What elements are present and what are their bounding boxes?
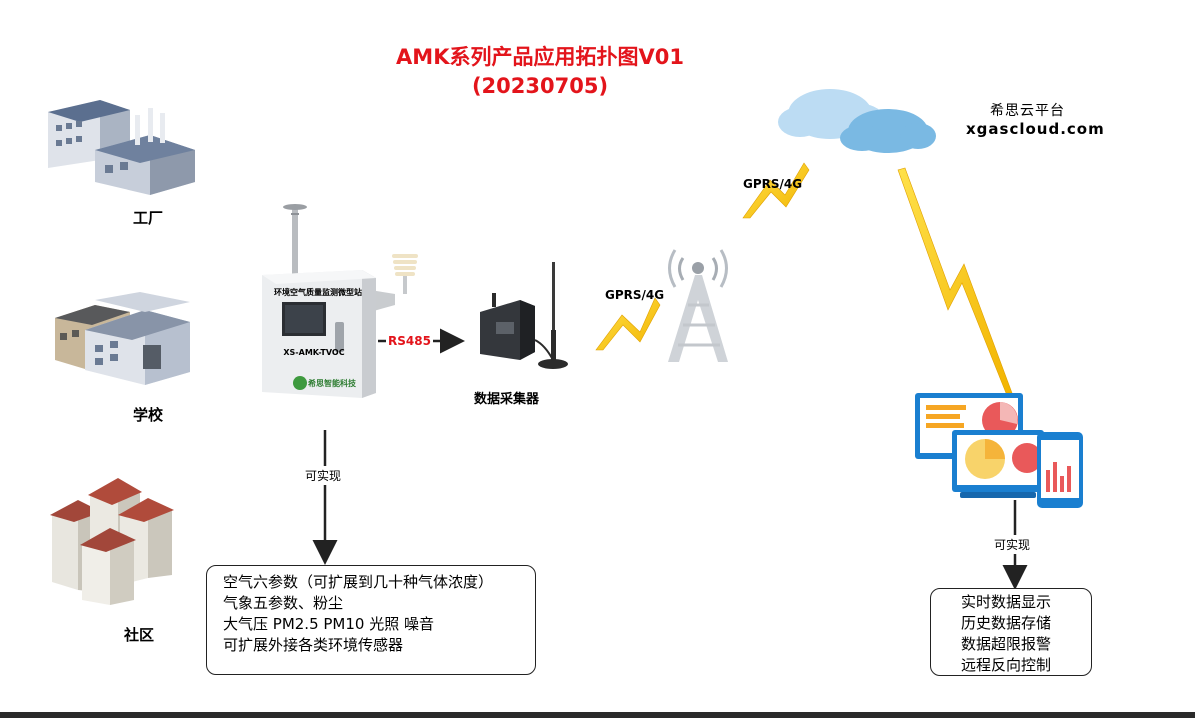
gprs-label-cloud: GPRS/4G <box>743 177 803 191</box>
capability-item: 可扩展外接各类环境传感器 <box>223 636 404 654</box>
site-label-community: 社区 <box>124 626 155 644</box>
cloud-icon <box>778 89 936 153</box>
signal-bolt-2 <box>742 162 810 219</box>
signal-bolt-3 <box>897 167 1013 394</box>
svg-text:希思智能科技: 希思智能科技 <box>308 378 357 388</box>
cell-tower-icon <box>668 249 728 362</box>
collector-label: 数据采集器 <box>474 392 540 407</box>
devices-icon <box>915 393 1083 508</box>
left-capabilities-box: 空气六参数（可扩展到几十种气体浓度） 气象五参数、粉尘 大气压 PM2.5 PM… <box>206 565 536 675</box>
right-arrow-label: 可实现 <box>994 535 1031 554</box>
diagram-date: (20230705) <box>471 74 609 98</box>
capability-item: 数据超限报警 <box>961 635 1052 653</box>
capability-item: 远程反向控制 <box>961 656 1052 674</box>
site-label-factory: 工厂 <box>133 209 164 227</box>
community-icon <box>50 478 174 605</box>
capability-item: 空气六参数（可扩展到几十种气体浓度） <box>223 573 494 591</box>
factory-icon <box>48 100 195 195</box>
data-collector-icon <box>480 262 568 369</box>
bottom-border <box>0 712 1195 718</box>
capability-item: 气象五参数、粉尘 <box>223 594 344 612</box>
cloud-url: xgascloud.com <box>966 120 1105 138</box>
site-label-school: 学校 <box>133 406 164 424</box>
capability-item: 大气压 PM2.5 PM10 光照 噪音 <box>223 615 434 633</box>
cloud-name: 希思云平台 <box>990 103 1065 119</box>
school-icon <box>55 292 190 385</box>
capability-item: 历史数据存储 <box>961 614 1052 632</box>
left-arrow-label: 可实现 <box>305 466 342 485</box>
weather-sensor-icon <box>392 254 418 294</box>
right-capabilities-box: 实时数据显示 历史数据存储 数据超限报警 远程反向控制 <box>930 588 1092 676</box>
svg-text:XS-AMK-TVOC: XS-AMK-TVOC <box>283 348 344 357</box>
svg-text:环境空气质量监测微型站: 环境空气质量监测微型站 <box>274 287 362 297</box>
diagram-title: AMK系列产品应用拓扑图V01 <box>396 45 684 69</box>
monitoring-station-icon <box>262 204 418 398</box>
station-panel-text: 环境空气质量监测微型站 XS-AMK-TVOC 希思智能科技 <box>274 287 362 388</box>
signal-bolt-1 <box>595 297 661 351</box>
gprs-label-tower: GPRS/4G <box>605 288 665 302</box>
capability-item: 实时数据显示 <box>961 593 1052 611</box>
rs485-label: RS485 <box>386 334 433 348</box>
